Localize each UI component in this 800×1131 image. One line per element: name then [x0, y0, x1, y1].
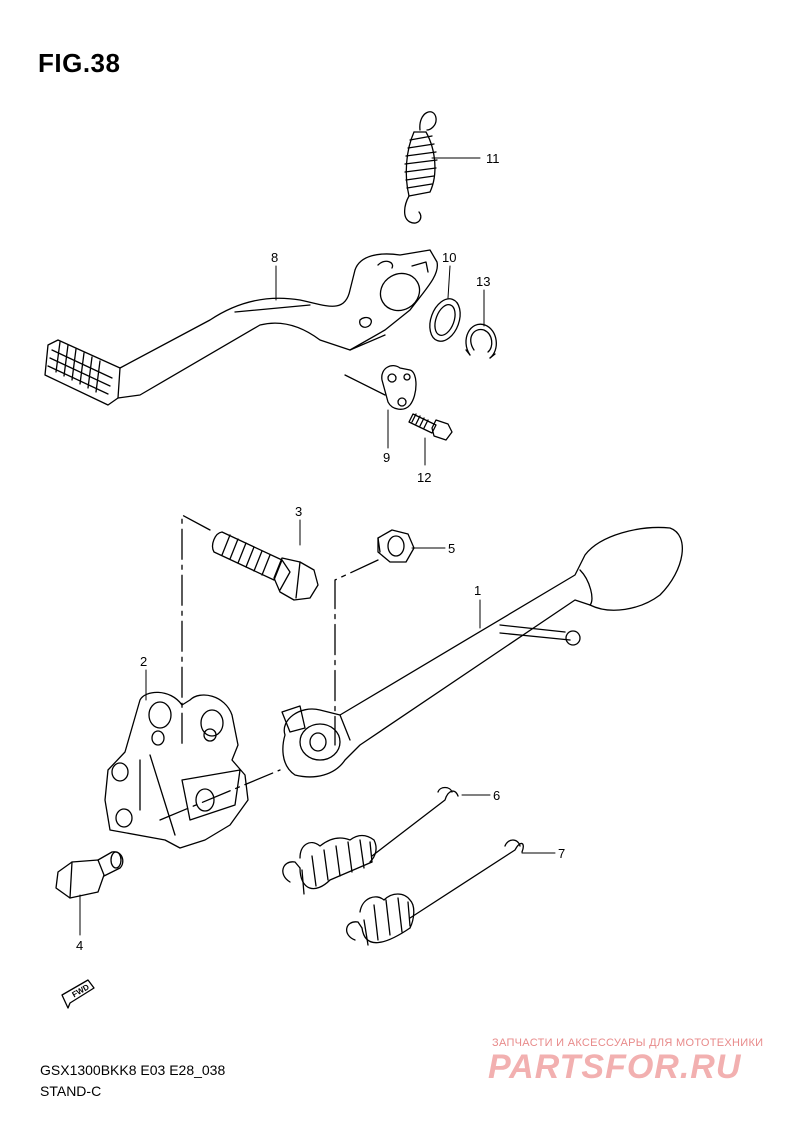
bracket-part-2: [104, 691, 249, 849]
circlip-part-13: [465, 323, 497, 359]
callout-1: 1: [474, 583, 481, 598]
bracket-part-9: [381, 365, 417, 410]
figure-title: FIG.38: [38, 48, 121, 78]
leader-lines: [79, 157, 556, 936]
callout-10: 10: [442, 250, 456, 265]
nut-part-5: [377, 529, 415, 563]
callout-2: 2: [140, 654, 147, 669]
assembly-line-lever: [344, 334, 386, 396]
shift-lever-part-8: [44, 249, 438, 406]
spring-part-7: [346, 839, 524, 946]
callout-9: 9: [383, 450, 390, 465]
assembly-line-nut: [334, 559, 379, 746]
callout-12: 12: [417, 470, 431, 485]
assembly-line-bolt: [181, 514, 211, 746]
section-name: STAND-C: [40, 1083, 102, 1099]
fwd-arrow-icon: FWD: [61, 979, 95, 1009]
bolt-part-12: [408, 413, 453, 441]
callout-6: 6: [493, 788, 500, 803]
washer-part-10: [429, 298, 461, 342]
watermark-tagline: ЗАПЧАСТИ И АКСЕССУАРЫ ДЛЯ МОТОТЕХНИКИ: [492, 1037, 764, 1049]
callout-3: 3: [295, 504, 302, 519]
spring-part-11: [403, 111, 438, 224]
callout-7: 7: [558, 846, 565, 861]
bolt-part-3: [211, 531, 319, 601]
spring-part-6: [282, 786, 459, 895]
pivot-bolt-part-4: [55, 851, 124, 899]
callout-8: 8: [271, 250, 278, 265]
model-code: GSX1300BKK8 E03 E28_038: [40, 1062, 226, 1078]
callout-11: 11: [486, 151, 500, 166]
assembly-line-pivot: [159, 769, 281, 821]
side-stand-part-1: [281, 526, 683, 778]
watermark-logo: PARTSFOR.RU: [488, 1048, 742, 1086]
callout-5: 5: [448, 541, 455, 556]
callout-13: 13: [476, 274, 490, 289]
callout-4: 4: [76, 938, 83, 953]
